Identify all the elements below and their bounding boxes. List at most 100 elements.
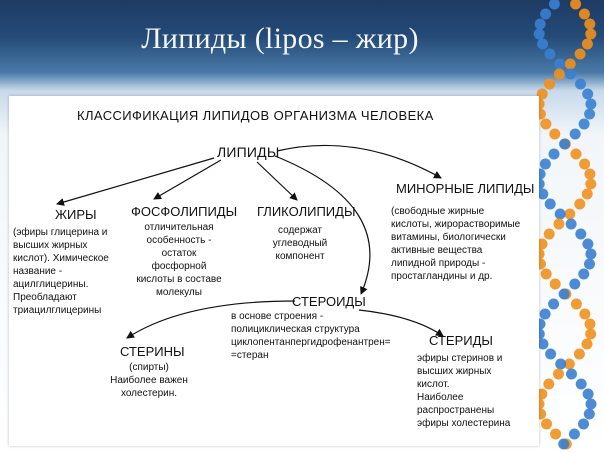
desc-line: витамины, биологически — [391, 232, 506, 243]
node-fats-desc: (эфиры глицерина и высших жирных кислот)… — [13, 226, 109, 317]
dna-bead-blue — [569, 278, 581, 290]
dna-bead-orange — [541, 418, 552, 430]
desc-line: содержат — [277, 225, 323, 236]
desc-line: ацилглицерины. — [13, 279, 89, 290]
node-glycolipids-desc: содержат углеводный компонент — [245, 224, 355, 263]
desc-line: остаток — [161, 248, 197, 259]
arrow-to-sterides — [358, 309, 444, 337]
dna-bead-blue — [565, 218, 577, 230]
dna-bead-blue — [575, 78, 586, 90]
desc-line: =стеран — [231, 350, 269, 361]
dna-bead-blue — [539, 308, 551, 320]
dna-bead-blue — [548, 148, 560, 160]
arrow-to-minor — [276, 144, 442, 179]
dna-bead-blue — [545, 348, 557, 360]
desc-line: Наиболее — [417, 392, 464, 403]
root-lipids: ЛИПИДЫ — [217, 144, 280, 160]
arrow-to-glycolipids — [256, 161, 298, 201]
dna-bead-blue — [544, 198, 556, 210]
dna-bead-blue — [582, 88, 594, 100]
desc-line: компонент — [275, 251, 325, 262]
desc-line: кислоты, жирорастворимые — [391, 219, 521, 230]
node-fats-label: ЖИРЫ — [55, 207, 97, 222]
dna-bead-orange — [560, 438, 572, 450]
dna-bead-orange — [553, 218, 565, 230]
dna-bead-blue — [558, 288, 570, 300]
diagram-heading: КЛАССИФИКАЦИЯ ЛИПИДОВ ОРГАНИЗМА ЧЕЛОВЕКА — [77, 108, 434, 123]
desc-line: высших жирных — [13, 240, 88, 251]
desc-line: холестерин. — [120, 388, 178, 399]
dna-bead-blue — [548, 298, 560, 310]
node-glycolipids-label: ГЛИКОЛИПИДЫ — [257, 204, 356, 219]
dna-bead-blue — [568, 428, 580, 440]
dna-bead-blue — [585, 248, 597, 260]
desc-line: липидной природы - — [391, 258, 486, 269]
desc-line: эфиры холестерина — [417, 418, 511, 429]
dna-bead-orange — [540, 268, 552, 280]
dna-bead-blue — [539, 158, 551, 170]
dna-bead-blue — [566, 368, 577, 380]
dna-bead-orange — [573, 348, 585, 360]
dna-bead-blue — [578, 118, 590, 130]
desc-line: отличительная — [144, 222, 214, 233]
dna-bead-orange — [549, 278, 561, 290]
dna-bead-orange — [579, 308, 591, 320]
node-sterols-label: СТЕРИНЫ — [120, 344, 185, 359]
desc-line: простагландины и др. — [391, 271, 493, 282]
dna-bead-orange — [564, 58, 576, 70]
dna-bead-blue — [554, 58, 566, 70]
dna-bead-orange — [585, 28, 597, 40]
dna-bead-blue — [578, 268, 590, 280]
desc-line: циклопентанпергидрофенантрен= — [231, 337, 391, 348]
dna-bead-blue — [575, 228, 587, 240]
desc-line: кислот. — [417, 379, 450, 390]
dna-bead-orange — [584, 18, 596, 30]
arrow-to-fats — [56, 157, 215, 206]
dna-bead-blue — [578, 418, 589, 430]
dna-bead-blue — [540, 8, 552, 20]
desc-line: название - — [13, 266, 63, 277]
desc-line: эфиры стеринов и — [417, 353, 503, 364]
dna-bead-orange — [570, 148, 582, 160]
dna-bead-orange — [549, 128, 561, 140]
arrow-to-phospholipids — [153, 159, 222, 200]
desc-line: кислоты в составе — [136, 274, 222, 285]
desc-line: высших жирных — [417, 366, 492, 377]
dna-bead-orange — [553, 368, 564, 380]
arrow-to-sterols — [126, 300, 296, 339]
dna-bead-orange — [570, 0, 582, 10]
desc-line: Наиболее важен — [110, 375, 188, 386]
dna-bead-orange — [581, 38, 593, 50]
desc-line: углеводный — [272, 238, 328, 249]
dna-bead-orange — [564, 208, 576, 220]
slide-title: Липиды (lipos – жир) — [141, 22, 419, 55]
dna-bead-blue — [585, 398, 597, 410]
desc-line: (спирты) — [129, 362, 169, 373]
desc-line: (свободные жирные — [391, 206, 485, 217]
desc-line: особенность - — [146, 235, 212, 246]
dna-bead-orange — [574, 198, 586, 210]
dna-bead-blue — [565, 68, 577, 80]
dna-bead-orange — [563, 358, 575, 370]
desc-line: активные вещества — [391, 245, 483, 256]
node-steroids-label: СТЕРОИДЫ — [292, 294, 366, 309]
dna-bead-orange — [553, 68, 565, 80]
desc-line: кислот). Химическое — [13, 253, 109, 264]
dna-bead-blue — [555, 358, 567, 370]
node-sterides-label: СТЕРИДЫ — [429, 333, 493, 348]
dna-bead-orange — [584, 168, 596, 180]
dna-bead-orange — [543, 378, 555, 390]
desc-line: молекулы — [156, 287, 202, 298]
node-sterols-desc: (спирты) Наиболее важен холестерин. — [89, 361, 209, 400]
dna-bead-orange — [550, 428, 562, 440]
dna-bead-blue — [559, 138, 571, 150]
dna-bead-blue — [582, 238, 594, 250]
dna-bead-blue — [569, 128, 581, 140]
desc-line: фосфорной — [151, 261, 207, 272]
dna-bead-blue — [585, 98, 597, 110]
dna-bead-orange — [559, 138, 571, 150]
dna-bead-blue — [554, 208, 566, 220]
dna-bead-orange — [570, 298, 582, 310]
dna-bead-blue — [537, 338, 549, 350]
dna-bead-orange — [585, 328, 597, 340]
